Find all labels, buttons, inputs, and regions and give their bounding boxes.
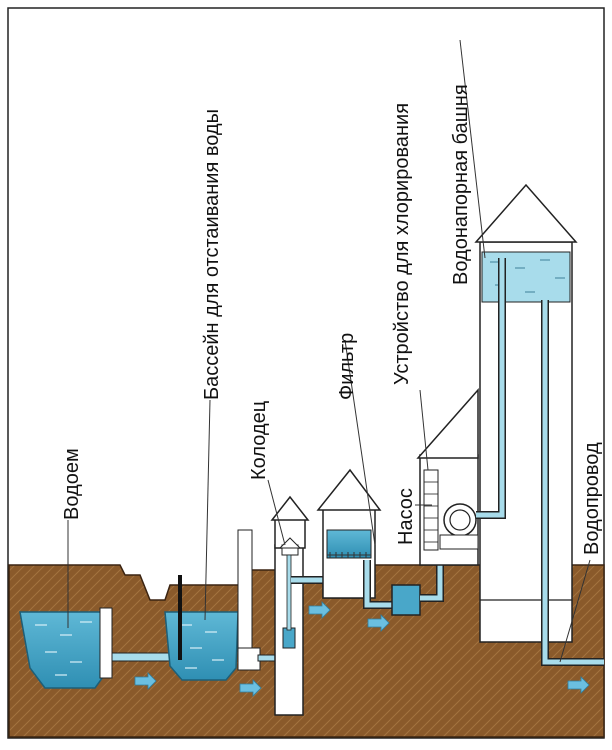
label-water-main: Водопровод bbox=[581, 442, 603, 555]
tower-roof bbox=[474, 183, 578, 243]
label-settling-pool: Бассейн для отстаивания воды bbox=[201, 109, 223, 400]
filter-roof bbox=[316, 468, 382, 511]
pump-house-roof bbox=[416, 388, 479, 459]
settling-pool-water bbox=[164, 611, 239, 681]
well-riser-pipe bbox=[286, 554, 292, 631]
vent-stack bbox=[237, 529, 253, 651]
flow-arrow-2 bbox=[239, 679, 262, 697]
label-pump: Насос bbox=[395, 488, 417, 545]
chlorinator-rungs bbox=[424, 481, 438, 543]
intake-post bbox=[99, 607, 113, 679]
label-reservoir: Водоем bbox=[61, 448, 83, 520]
label-well: Колодец bbox=[248, 401, 270, 480]
flow-arrow-1 bbox=[134, 672, 157, 690]
flow-arrows bbox=[134, 601, 590, 697]
pump-impeller bbox=[449, 509, 471, 531]
reservoir-ripples bbox=[35, 621, 92, 676]
filter-bed bbox=[327, 552, 371, 558]
pump-base bbox=[439, 534, 479, 550]
tower-body bbox=[479, 241, 573, 643]
water-main-pipe bbox=[542, 300, 604, 665]
flow-arrow-5 bbox=[567, 676, 590, 694]
tower-tank-water bbox=[481, 251, 571, 303]
label-water-tower: Водонапорная башня bbox=[450, 84, 472, 285]
flow-arrow-4 bbox=[367, 614, 390, 632]
flow-arrow-3 bbox=[308, 601, 331, 619]
label-filter: Фильтр bbox=[336, 333, 358, 400]
well-cap-roof bbox=[278, 537, 302, 549]
label-chlorination: Устройство для хлорирования bbox=[391, 103, 413, 385]
well-roof bbox=[270, 495, 310, 521]
filter-to-tank-pipe bbox=[364, 560, 395, 608]
pool-valve-box bbox=[237, 647, 261, 671]
filter-tank-water bbox=[326, 529, 372, 559]
well-pump-unit bbox=[282, 627, 296, 649]
clean-water-tank bbox=[391, 584, 421, 616]
leader-lines bbox=[67, 39, 591, 663]
pump-to-tower-riser bbox=[476, 258, 505, 518]
